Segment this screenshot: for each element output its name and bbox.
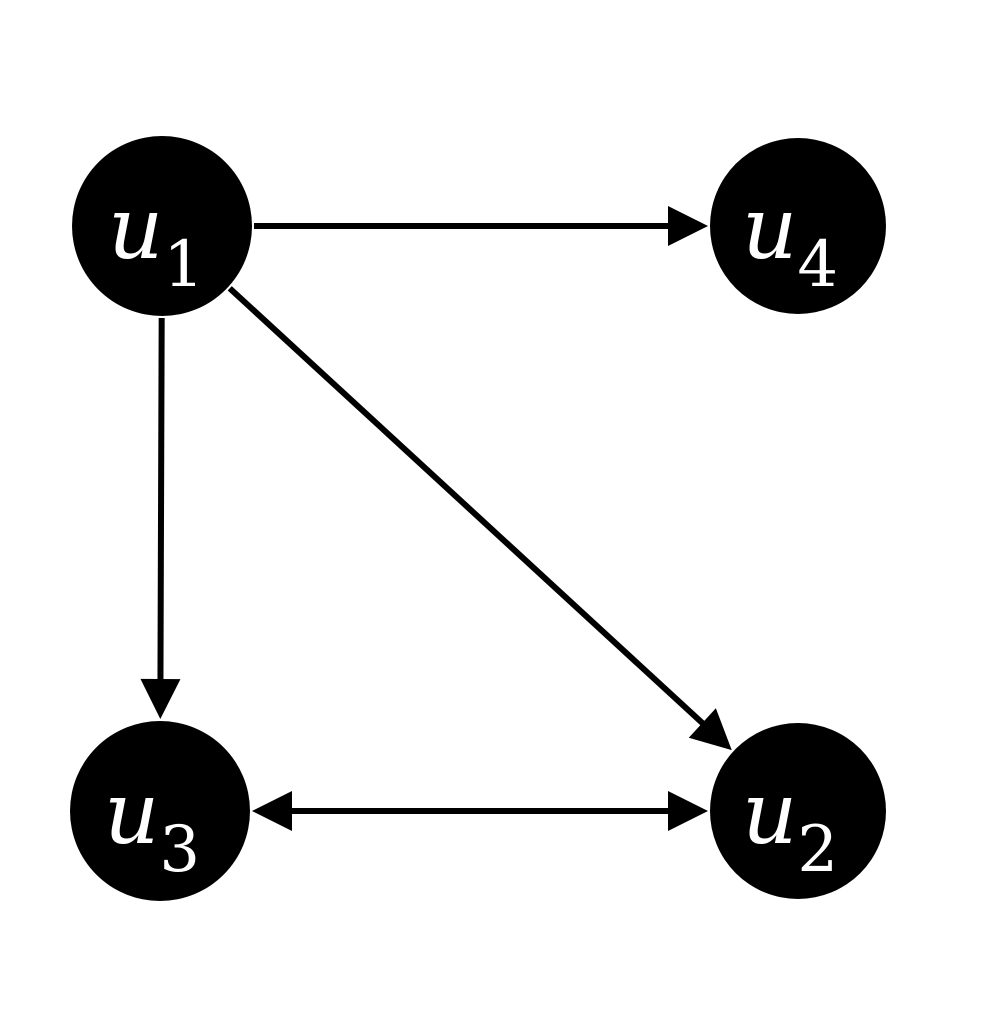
edges [140, 206, 732, 831]
edge-u1-u4-arrowhead [668, 206, 708, 246]
edge-u3-u2-arrowhead [668, 791, 708, 831]
node-u1-label-base: u [108, 179, 163, 279]
node-u1: u1 [72, 136, 252, 316]
node-u2-circle [710, 723, 886, 899]
node-u3: u3 [70, 721, 250, 901]
node-u4-label: u4 [742, 179, 838, 302]
edge-u1-u3 [140, 317, 181, 720]
node-u1-circle [72, 136, 252, 316]
node-u3-label: u3 [104, 764, 200, 887]
node-u2: u2 [710, 723, 886, 899]
node-u2-label-sub: 2 [797, 813, 838, 887]
edge-u1-u2-line [227, 286, 708, 728]
edge-u3-u2 [252, 791, 708, 831]
node-u1-label: u1 [108, 179, 204, 302]
node-u4-label-base: u [742, 179, 797, 279]
edge-u1-u4 [254, 206, 708, 246]
node-u2-label: u2 [742, 764, 838, 887]
node-u3-label-base: u [104, 764, 159, 864]
node-u4-label-sub: 4 [797, 228, 838, 302]
edge-u3-u2-arrowhead-start [252, 791, 292, 831]
node-u4: u4 [710, 138, 886, 314]
edge-u1-u3-line [157, 317, 165, 684]
node-u3-label-sub: 3 [159, 813, 200, 887]
edge-u1-u2 [227, 286, 732, 751]
node-u4-circle [710, 138, 886, 314]
edge-u1-u2-arrowhead [688, 708, 732, 751]
node-u3-circle [70, 721, 250, 901]
edge-u1-u3-arrowhead [140, 678, 181, 720]
node-u1-label-sub: 1 [163, 228, 204, 302]
node-u2-label-base: u [742, 764, 797, 864]
